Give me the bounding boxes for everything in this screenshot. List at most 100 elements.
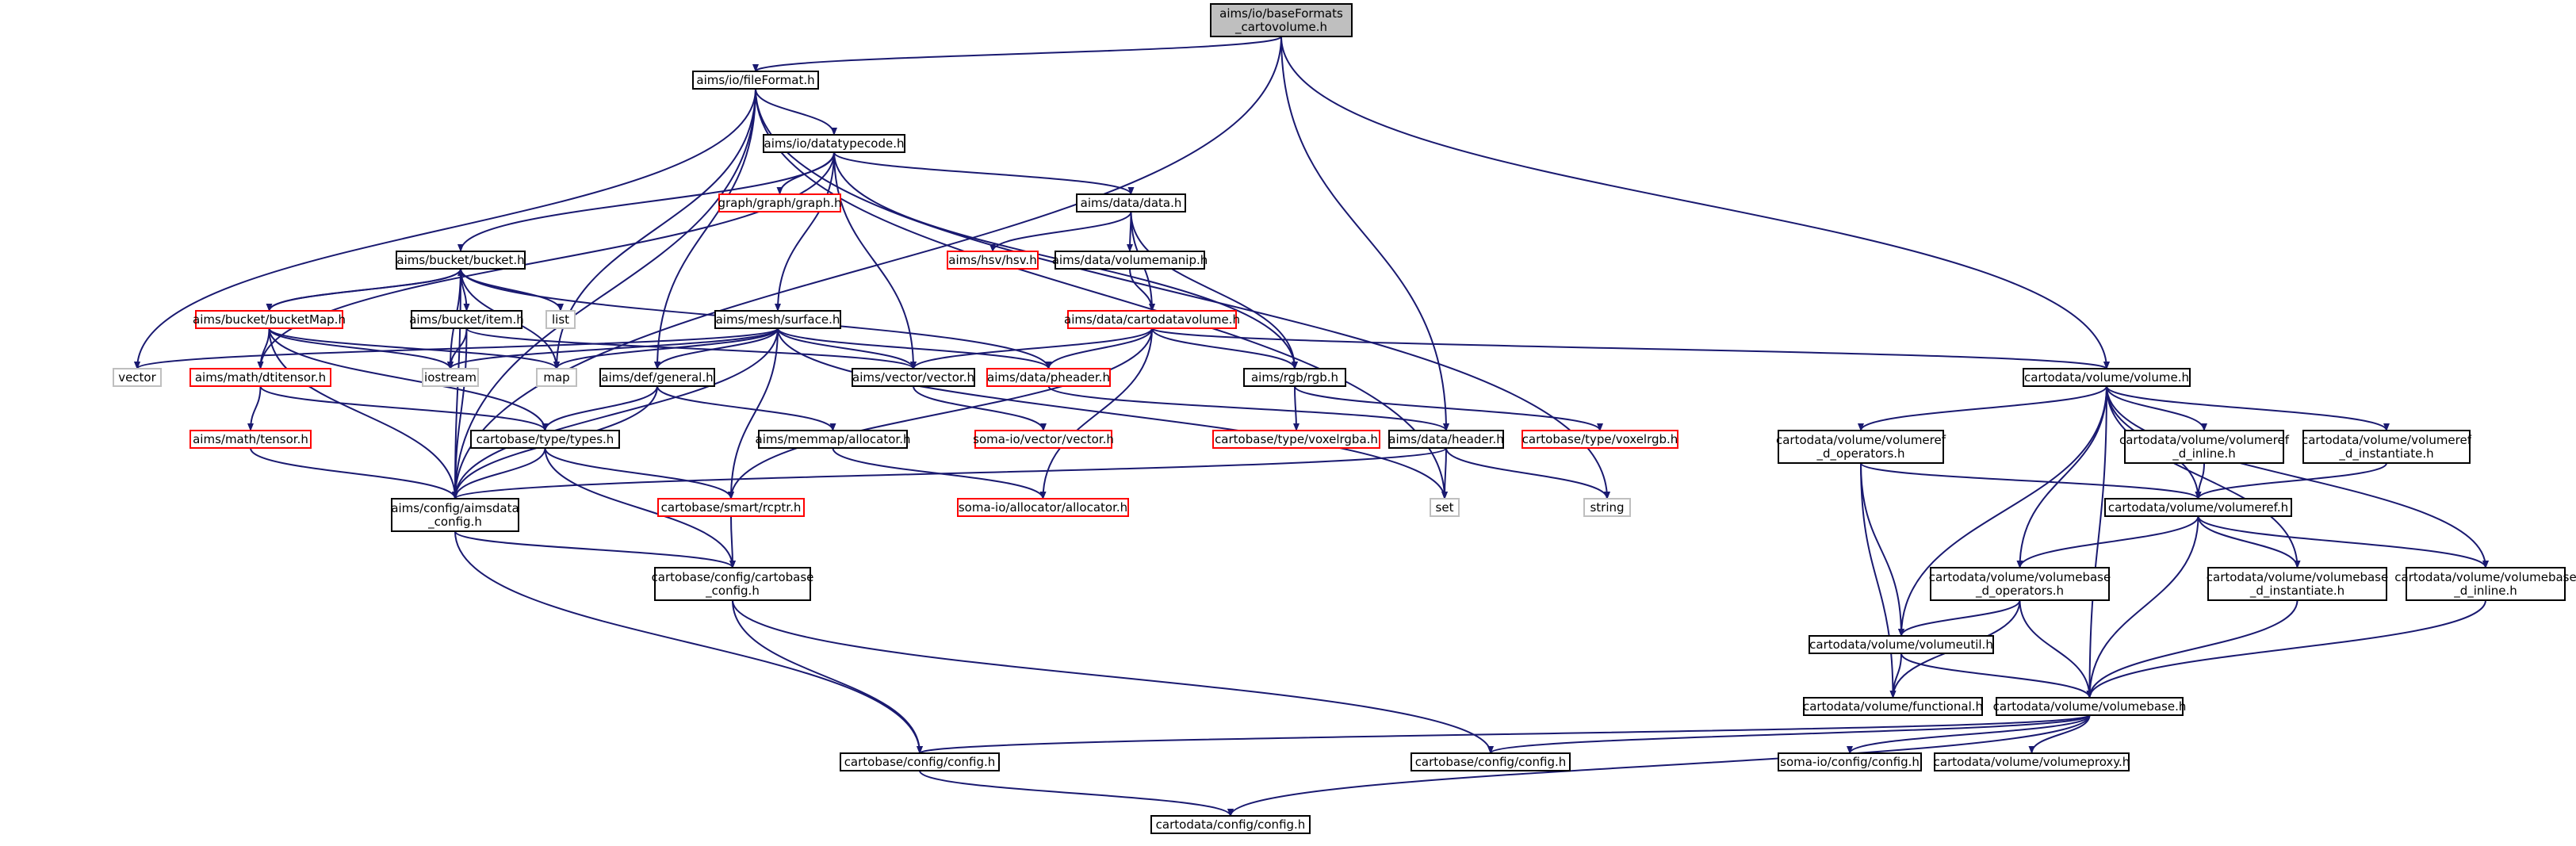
node-bucket[interactable]: aims/bucket/bucket.h — [396, 251, 526, 270]
node-rgb[interactable]: aims/rgb/rgb.h — [1243, 368, 1346, 387]
node-rcptr[interactable]: cartobase/smart/rcptr.h — [657, 498, 805, 517]
node-box — [714, 310, 841, 329]
node-box — [113, 368, 162, 387]
node-types[interactable]: cartobase/type/types.h — [470, 430, 620, 449]
node-datadata[interactable]: aims/data/data.h — [1076, 193, 1186, 212]
edge-rgb-to-voxelrgb — [1294, 385, 1603, 431]
node-hsv[interactable]: aims/hsv/hsv.h — [947, 251, 1039, 270]
node-volbase[interactable]: cartodata/volume/volumebase.h — [1993, 697, 2187, 716]
edge-fileformat-to-aimsconfig — [452, 88, 756, 500]
edge-volbase_inst-to-volbase — [2086, 599, 2298, 699]
node-memmap[interactable]: aims/memmap/allocator.h — [756, 430, 911, 449]
node-label: aims/math/dtitensor.h — [195, 370, 326, 385]
node-volbase_inline[interactable]: cartodata/volume/volumebase_d_inline.h — [2394, 567, 2576, 601]
edge-bucketitem-to-vecvector — [465, 327, 917, 369]
edge-dtitensor-to-types — [259, 385, 549, 431]
node-label: aims/io/fileFormat.h — [696, 73, 814, 87]
node-box — [718, 193, 841, 212]
node-label: _config.h — [427, 515, 482, 530]
edge-volbase-to-cbconfig2 — [1487, 714, 2091, 754]
node-box — [1778, 430, 1944, 464]
edge-fileformat-to-datatypecode — [755, 88, 837, 136]
edge-vecvector-to-somavector — [913, 385, 1047, 431]
edge-bucketmap-to-aimsconfig — [268, 327, 458, 500]
node-volref[interactable]: cartodata/volume/volumeref.h — [2104, 498, 2292, 517]
node-label: iostream — [424, 370, 477, 385]
node-header[interactable]: aims/data/header.h — [1388, 430, 1504, 449]
node-label: cartodata/volume/functional.h — [1803, 699, 1983, 714]
node-surface[interactable]: aims/mesh/surface.h — [714, 310, 841, 329]
edge-surface-to-pheader — [777, 327, 1052, 369]
node-cartobaseconfig[interactable]: cartobase/config/cartobase_config.h — [652, 567, 814, 601]
node-tensor[interactable]: aims/math/tensor.h — [189, 430, 312, 449]
edge-bucketmap-to-bucket — [268, 268, 464, 312]
node-voxelrgba[interactable]: cartobase/type/voxelrgba.h — [1212, 430, 1380, 449]
edge-fileformat-to-vector — [134, 88, 756, 369]
node-bucketitem[interactable]: aims/bucket/item.h — [409, 310, 524, 329]
node-root[interactable]: aims/io/baseFormats_cartovolume.h — [1210, 3, 1353, 37]
node-datatypecode[interactable]: aims/io/datatypecode.h — [763, 134, 905, 153]
node-dtitensor[interactable]: aims/math/dtitensor.h — [189, 368, 331, 387]
node-label: cartobase/smart/rcptr.h — [661, 500, 802, 515]
node-box — [957, 498, 1129, 517]
node-volbase_inst[interactable]: cartodata/volume/volumebase_d_instantiat… — [2207, 567, 2388, 601]
node-volproxy[interactable]: cartodata/volume/volumeproxy.h — [1934, 752, 2130, 771]
edge-volumemanip-to-cartodatavolume — [1129, 268, 1155, 312]
edge-dtitensor-to-tensor — [247, 385, 262, 431]
node-label: _config.h — [705, 584, 760, 599]
edge-root-to-cdvolume — [1280, 36, 2110, 369]
node-label: aims/config/aimsdata — [391, 501, 519, 515]
node-box — [536, 368, 577, 387]
node-cdconfig[interactable]: cartodata/config/config.h — [1150, 815, 1311, 834]
node-general[interactable]: aims/def/general.h — [599, 368, 715, 387]
node-bucketmap[interactable]: aims/bucket/bucketMap.h — [193, 310, 346, 329]
node-volutil[interactable]: cartodata/volume/volumeutil.h — [1809, 635, 1994, 654]
node-voxelrgb[interactable]: cartobase/type/voxelrgb.h — [1521, 430, 1678, 449]
node-cbconfig2[interactable]: cartobase/config/config.h — [1410, 752, 1571, 771]
edge-cdvolume-to-volutil — [1898, 385, 2107, 637]
node-box — [1996, 697, 2184, 716]
edge-datatypecode-to-vecvector — [833, 151, 917, 369]
node-pheader[interactable]: aims/data/pheader.h — [986, 368, 1111, 387]
edge-surface-to-aimsconfig — [452, 327, 779, 500]
node-box — [1067, 310, 1237, 329]
node-cartodatavolume[interactable]: aims/data/cartodatavolume.h — [1064, 310, 1240, 329]
node-cdvolume[interactable]: cartodata/volume/volume.h — [2023, 368, 2191, 387]
node-volumemanip[interactable]: aims/data/volumemanip.h — [1052, 251, 1208, 270]
node-cbconfig1[interactable]: cartobase/config/config.h — [840, 752, 1000, 771]
edge-volref_ops-to-volref — [1860, 462, 2202, 500]
node-somaconfig[interactable]: soma-io/config/config.h — [1778, 752, 1922, 771]
node-box — [2302, 430, 2471, 464]
node-fileformat[interactable]: aims/io/fileFormat.h — [692, 71, 819, 90]
node-box — [947, 251, 1039, 270]
node-box — [654, 567, 811, 601]
node-somavector[interactable]: soma-io/vector/vector.h — [973, 430, 1114, 449]
node-functional[interactable]: cartodata/volume/functional.h — [1803, 697, 1983, 716]
node-box — [422, 368, 479, 387]
edge-datadata-to-rgb — [1130, 211, 1298, 369]
edge-bucket-to-list — [460, 268, 564, 312]
node-volref_inline[interactable]: cartodata/volume/volumeref_d_inline.h — [2119, 430, 2290, 464]
node-volbase_ops[interactable]: cartodata/volume/volumebase_d_operators.… — [1929, 567, 2111, 601]
node-box — [1521, 430, 1678, 449]
node-graph[interactable]: graph/graph/graph.h — [718, 193, 842, 212]
edge-cdvolume-to-volbase_inline — [2106, 385, 2489, 568]
node-label: cartodata/volume/volumeref.h — [2108, 500, 2288, 515]
edge-bucketmap-to-iostream — [268, 327, 454, 369]
node-label: aims/data/header.h — [1388, 432, 1503, 446]
node-label: aims/data/volumemanip.h — [1052, 253, 1208, 267]
node-vecvector[interactable]: aims/vector/vector.h — [852, 368, 975, 387]
node-label: aims/rgb/rgb.h — [1251, 370, 1338, 385]
node-box — [1803, 697, 1983, 716]
node-aimsconfig[interactable]: aims/config/aimsdata_config.h — [391, 498, 519, 532]
node-volref_inst[interactable]: cartodata/volume/volumeref_d_instantiate… — [2302, 430, 2472, 464]
node-label: aims/data/cartodatavolume.h — [1064, 312, 1240, 327]
node-label: aims/data/data.h — [1081, 196, 1182, 210]
node-box — [1076, 193, 1186, 212]
edge-header-to-set — [1441, 447, 1449, 500]
node-volref_ops[interactable]: cartodata/volume/volumeref_d_operators.h — [1776, 430, 1946, 464]
edge-volref_inst-to-volref — [2195, 462, 2387, 500]
edge-cdvolume-to-volbase_ops — [2016, 385, 2107, 568]
node-somaallocator[interactable]: soma-io/allocator/allocator.h — [957, 498, 1129, 517]
node-box — [1243, 368, 1346, 387]
